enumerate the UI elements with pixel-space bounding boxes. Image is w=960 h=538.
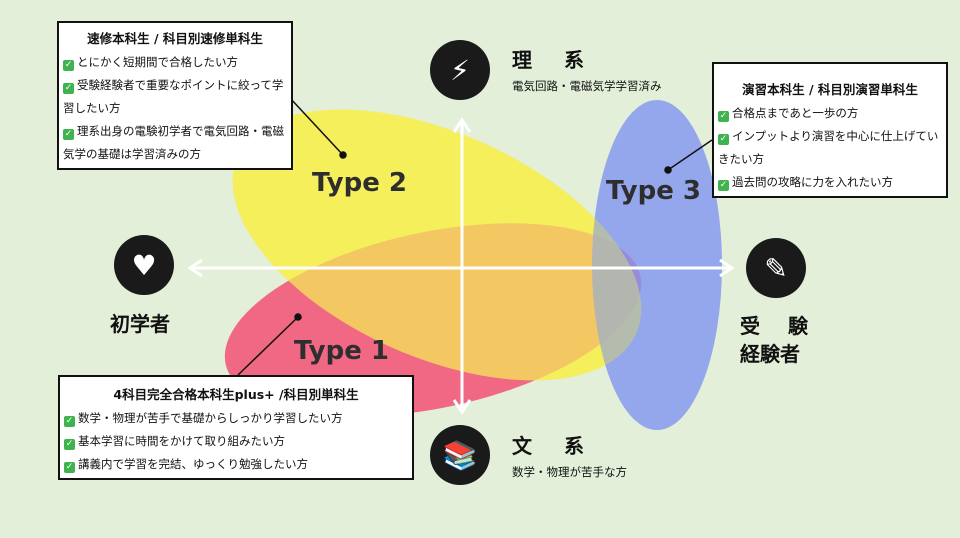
axes-arrows bbox=[187, 117, 735, 415]
checkbox-icon: ✓ bbox=[718, 180, 729, 191]
top-axis-subtitle: 電気回路・電磁気学学習済み bbox=[512, 79, 662, 93]
checkbox-icon: ✓ bbox=[64, 439, 75, 450]
right-axis-title-1: 受 験 bbox=[740, 314, 812, 338]
type2-box-title: 速修本科生 / 科目別速修単科生 bbox=[87, 31, 263, 46]
type3-box-title: 演習本科生 / 科目別演習単科生 bbox=[742, 82, 918, 97]
list-item: ✓数学・物理が苦手で基礎からしっかり学習したい方 bbox=[64, 411, 343, 427]
checkbox-icon: ✓ bbox=[63, 83, 74, 94]
top-axis-title: 理 系 bbox=[512, 48, 590, 72]
left-axis-title: 初学者 bbox=[110, 312, 170, 336]
type3-info-box: 演習本科生 / 科目別演習単科生 ✓合格点まであと一歩の方 ✓インプットより演習… bbox=[712, 62, 948, 198]
checkbox-icon: ✓ bbox=[63, 129, 74, 140]
right-axis-title-2: 経験者 bbox=[740, 342, 800, 366]
beginner-mark-icon: ♥ bbox=[114, 235, 174, 295]
list-item: ✓受験経験者で重要なポイントに絞って学習したい方 bbox=[63, 78, 284, 115]
type1-label: Type 1 bbox=[294, 336, 389, 366]
type2-overlap-ellipse bbox=[232, 109, 642, 381]
checkbox-icon: ✓ bbox=[64, 462, 75, 473]
list-item: ✓理系出身の電験初学者で電気回路・電磁気学の基礎は学習済みの方 bbox=[63, 124, 284, 161]
pen-icon: ✎ bbox=[746, 238, 806, 298]
checkbox-icon: ✓ bbox=[718, 134, 729, 145]
type1-info-box: 4科目完全合格本科生plus+ /科目別単科生 ✓数学・物理が苦手で基礎からしっ… bbox=[58, 375, 414, 480]
books-icon: 📚 bbox=[430, 425, 490, 485]
bottom-axis-subtitle: 数学・物理が苦手な方 bbox=[512, 465, 627, 479]
list-item: ✓過去問の攻略に力を入れたい方 bbox=[718, 175, 893, 191]
type1-box-title: 4科目完全合格本科生plus+ /科目別単科生 bbox=[113, 387, 359, 402]
type3-ellipse bbox=[592, 100, 722, 430]
bottom-axis-title: 文 系 bbox=[512, 434, 590, 458]
list-item: ✓インプットより演習を中心に仕上げていきたい方 bbox=[718, 129, 939, 166]
checkbox-icon: ✓ bbox=[64, 416, 75, 427]
type2-info-box: 速修本科生 / 科目別速修単科生 ✓とにかく短期間で合格したい方 ✓受験経験者で… bbox=[57, 21, 293, 170]
lightning-icon: ⚡ bbox=[430, 40, 490, 100]
type3-label: Type 3 bbox=[606, 176, 701, 206]
list-item: ✓合格点まであと一歩の方 bbox=[718, 106, 859, 122]
list-item: ✓基本学習に時間をかけて取り組みたい方 bbox=[64, 434, 285, 450]
list-item: ✓とにかく短期間で合格したい方 bbox=[63, 55, 238, 71]
type3-overlap-ellipse bbox=[232, 109, 642, 381]
checkbox-icon: ✓ bbox=[63, 60, 74, 71]
type2-label: Type 2 bbox=[312, 168, 407, 198]
checkbox-icon: ✓ bbox=[718, 111, 729, 122]
list-item: ✓講義内で学習を完結、ゆっくり勉強したい方 bbox=[64, 457, 308, 473]
callout-lines bbox=[237, 97, 713, 376]
